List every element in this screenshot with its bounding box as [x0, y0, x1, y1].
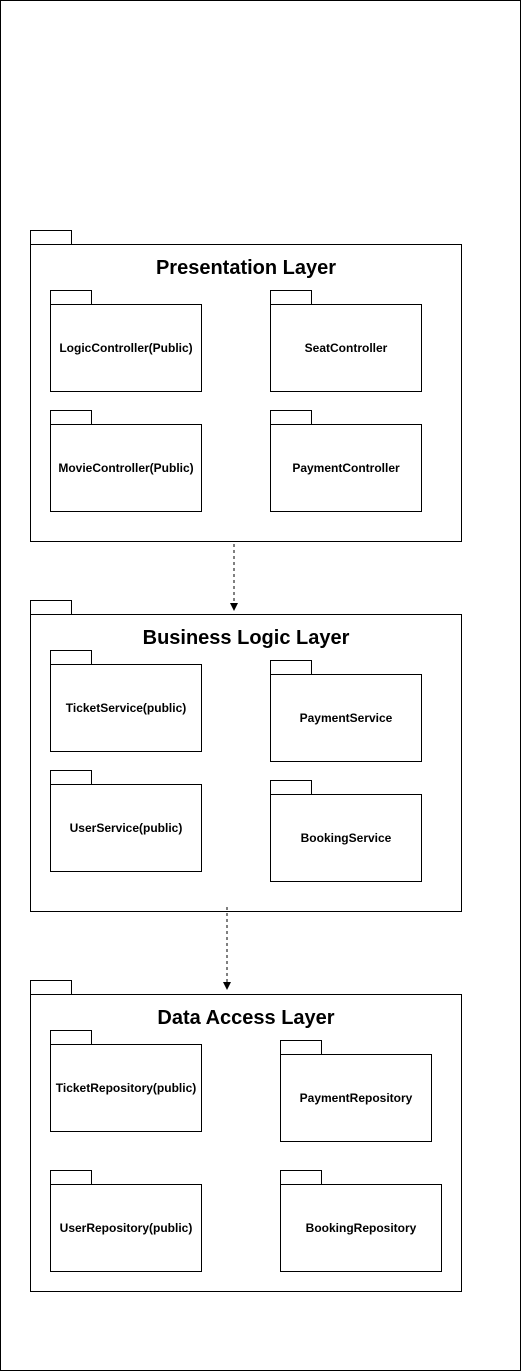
- package-label: PaymentService: [299, 711, 393, 725]
- layer-title: Data Access Layer: [157, 1007, 335, 1029]
- package-tab: [50, 1170, 92, 1184]
- package-tab: [270, 290, 312, 304]
- layer-tab: [30, 230, 72, 244]
- package-tab: [50, 650, 92, 664]
- package-label: PaymentRepository: [299, 1091, 413, 1105]
- package-payment-repository[interactable]: PaymentRepository: [280, 1054, 432, 1142]
- package-movie-controller[interactable]: MovieController(Public): [50, 424, 202, 512]
- package-tab: [50, 290, 92, 304]
- package-label: UserRepository(public): [59, 1221, 193, 1235]
- package-tab: [50, 1030, 92, 1044]
- package-tab: [270, 410, 312, 424]
- layer-title: Presentation Layer: [155, 257, 337, 279]
- package-seat-controller[interactable]: SeatController: [270, 304, 422, 392]
- package-tab: [50, 770, 92, 784]
- package-ticket-repository[interactable]: TicketRepository(public): [50, 1044, 202, 1132]
- package-logic-controller[interactable]: LogicController(Public): [50, 304, 202, 392]
- package-user-repository[interactable]: UserRepository(public): [50, 1184, 202, 1272]
- package-tab: [280, 1040, 322, 1054]
- package-tab: [280, 1170, 322, 1184]
- dependency-arrow-presentation-to-business: [230, 544, 238, 611]
- package-label: SeatController: [304, 341, 388, 355]
- package-booking-repository[interactable]: BookingRepository: [280, 1184, 442, 1272]
- package-label: TicketRepository(public): [55, 1081, 197, 1095]
- package-ticket-service[interactable]: TicketService(public): [50, 664, 202, 752]
- package-user-service[interactable]: UserService(public): [50, 784, 202, 872]
- package-payment-service[interactable]: PaymentService: [270, 674, 422, 762]
- package-label: BookingRepository: [305, 1221, 417, 1235]
- package-label: PaymentController: [292, 461, 400, 475]
- package-label: UserService(public): [69, 821, 183, 835]
- dependency-arrow-business-to-data: [223, 907, 231, 990]
- package-tab: [270, 660, 312, 674]
- package-tab: [50, 410, 92, 424]
- layer-tab: [30, 600, 72, 614]
- package-tab: [270, 780, 312, 794]
- package-label: LogicController(Public): [59, 341, 193, 355]
- package-label: TicketService(public): [65, 701, 187, 715]
- layer-tab: [30, 980, 72, 994]
- layer-title: Business Logic Layer: [142, 627, 350, 649]
- package-label: MovieController(Public): [58, 461, 194, 475]
- package-label: BookingService: [300, 831, 392, 845]
- package-booking-service[interactable]: BookingService: [270, 794, 422, 882]
- package-payment-controller[interactable]: PaymentController: [270, 424, 422, 512]
